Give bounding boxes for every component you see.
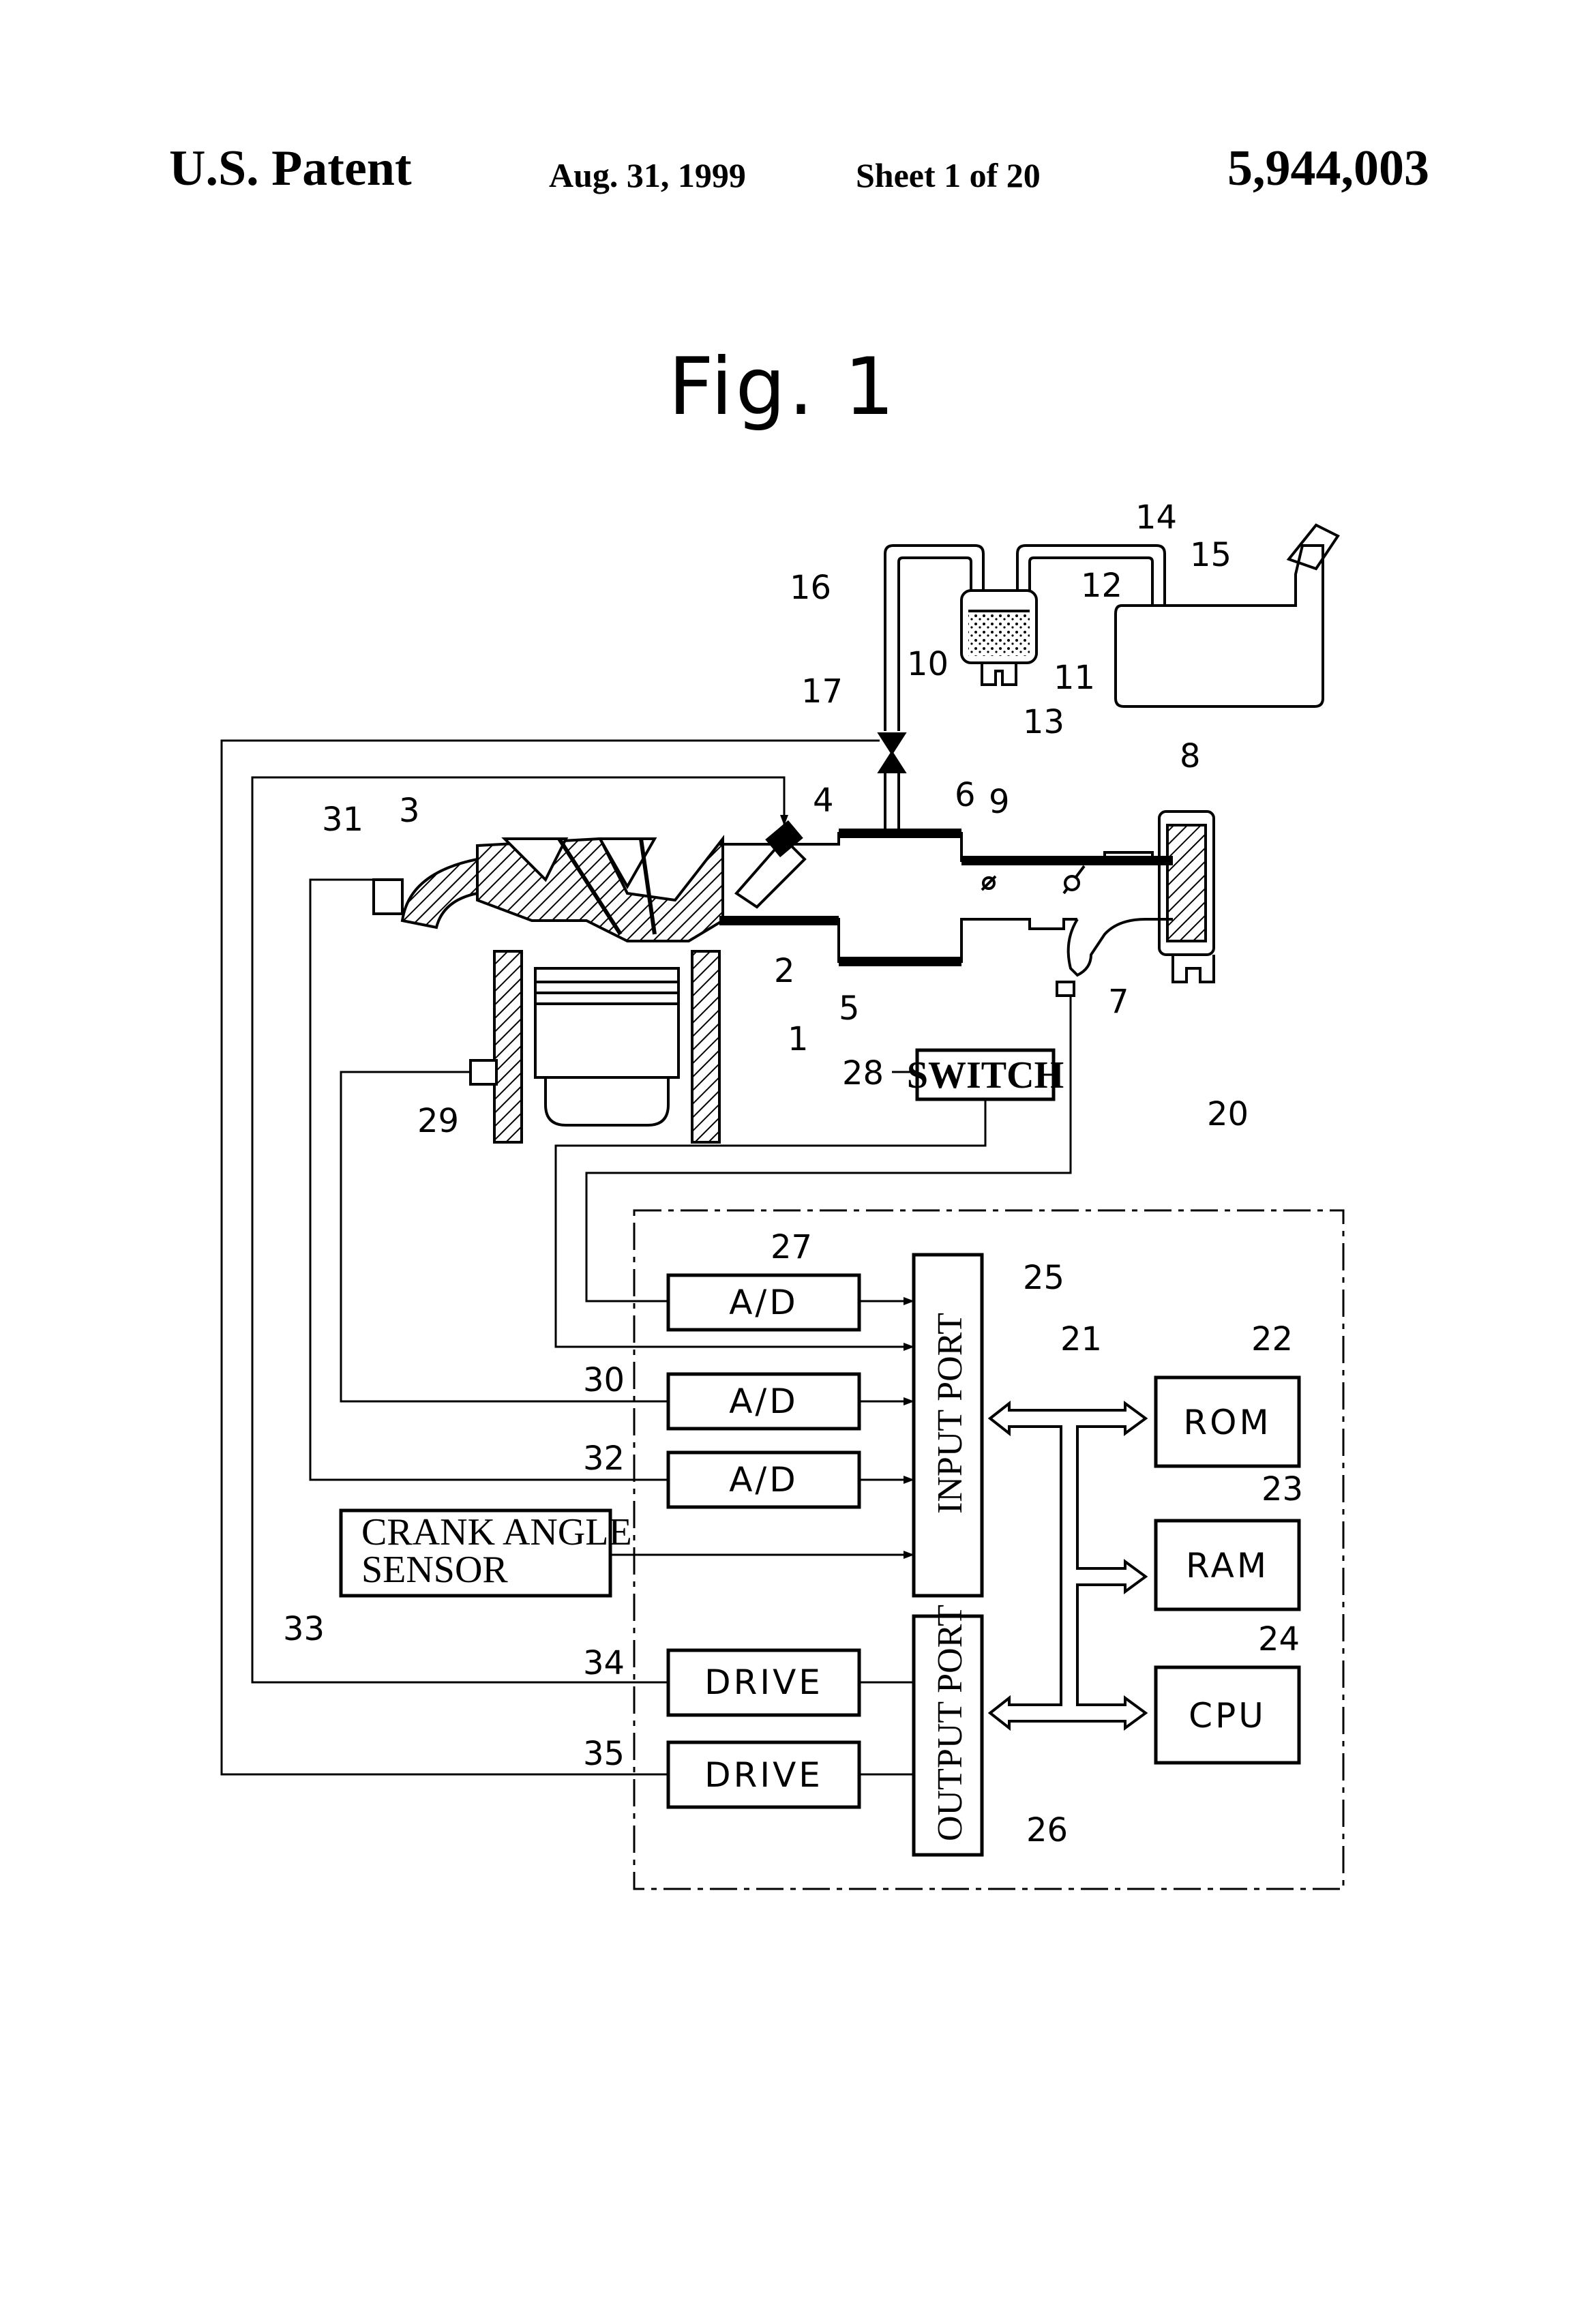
ref-34: 34	[583, 1644, 625, 1682]
drive-label-35: DRIVE	[704, 1755, 823, 1795]
ad-label-27: A/D	[729, 1283, 799, 1322]
ref-20: 20	[1207, 1095, 1249, 1133]
ref-30: 30	[583, 1361, 625, 1399]
cpu-label: CPU	[1189, 1696, 1266, 1735]
ref-25: 25	[1023, 1259, 1064, 1297]
ref-17: 17	[801, 672, 843, 711]
sensor-label: SENSOR	[361, 1549, 508, 1591]
ref-4: 4	[813, 781, 834, 820]
input-port-label: INPUT PORT	[931, 1313, 970, 1514]
ref-31: 31	[322, 801, 363, 839]
ref-23: 23	[1262, 1470, 1303, 1508]
ref-24: 24	[1258, 1620, 1300, 1658]
ref-2: 2	[774, 952, 795, 990]
ref-12: 12	[1081, 567, 1122, 605]
ref-32: 32	[583, 1440, 625, 1478]
ad-label-30: A/D	[729, 1382, 799, 1421]
activated-carbon	[968, 612, 1030, 656]
ref-5: 5	[839, 989, 860, 1028]
crank-angle-label: CRANK ANGLE	[361, 1511, 632, 1553]
ref-28: 28	[842, 1054, 884, 1092]
data-bus	[990, 1403, 1146, 1728]
purge-valve	[880, 734, 904, 753]
ref-26: 26	[1026, 1811, 1068, 1849]
output-port-label: OUTPUT PORT	[931, 1605, 970, 1841]
ref-7: 7	[1108, 983, 1129, 1021]
ref-1: 1	[788, 1020, 809, 1058]
ref-21: 21	[1060, 1320, 1102, 1358]
ref-13: 13	[1023, 703, 1064, 741]
ref-8: 8	[1180, 737, 1201, 775]
ref-6: 6	[955, 776, 976, 814]
ram-label: RAM	[1186, 1546, 1269, 1585]
ref-27: 27	[771, 1228, 812, 1266]
rom-label: ROM	[1183, 1403, 1271, 1442]
ref-9: 9	[989, 783, 1010, 821]
ref-14: 14	[1135, 498, 1177, 537]
ref-15: 15	[1190, 536, 1232, 574]
engine-body	[374, 822, 805, 1142]
ref-29: 29	[417, 1102, 459, 1140]
ref-10: 10	[907, 645, 949, 683]
ref-11: 11	[1054, 659, 1095, 697]
ref-3: 3	[399, 792, 420, 830]
ref-16: 16	[790, 569, 831, 607]
ref-35: 35	[583, 1735, 625, 1773]
switch-label: SWITCH	[907, 1054, 1064, 1097]
drive-label-34: DRIVE	[704, 1663, 823, 1702]
ref-33: 33	[283, 1610, 325, 1648]
ad-label-32: A/D	[729, 1460, 799, 1500]
ref-22: 22	[1251, 1320, 1293, 1358]
